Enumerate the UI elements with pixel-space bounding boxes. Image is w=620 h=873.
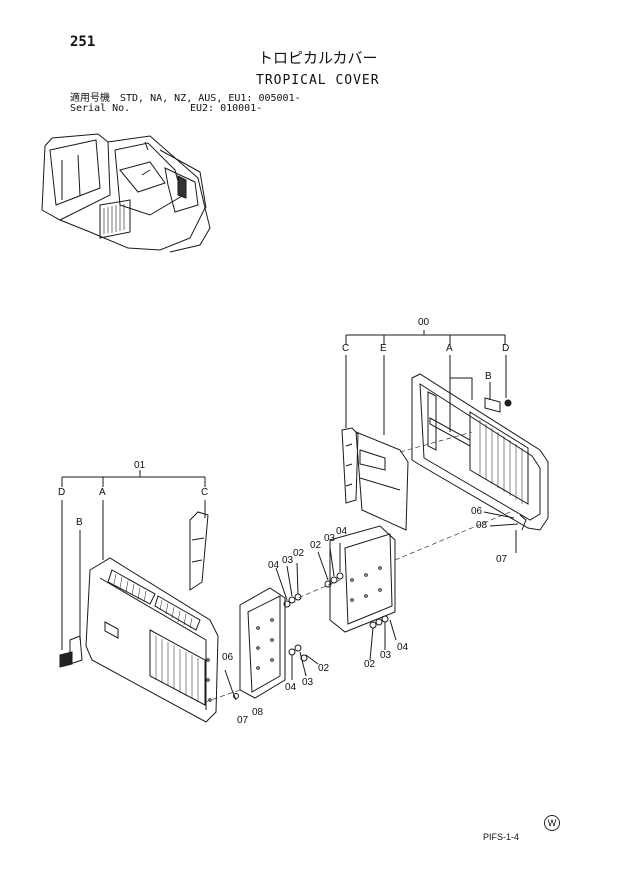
- assembly-00-number: 00: [418, 317, 430, 328]
- callout-number: 08: [252, 707, 264, 718]
- tropical-cover-frame-right: [411, 373, 549, 531]
- callout-number: 03: [380, 650, 392, 661]
- assembly-01-leader: [61, 470, 206, 650]
- callout-number: 03: [282, 555, 294, 566]
- callout-number: 02: [318, 663, 330, 674]
- callout-letter: A: [99, 487, 106, 498]
- mounting-plate-right: [317, 525, 397, 661]
- callout-number: 06: [222, 652, 234, 663]
- latch-bracket-b: [59, 635, 83, 668]
- callout-number: 04: [268, 560, 280, 571]
- tropical-cover-left: [85, 557, 239, 723]
- eu2-serial-range: EU2: 010001-: [190, 103, 263, 114]
- hardware-leaders-right: [483, 511, 519, 553]
- callout-number: 04: [285, 682, 297, 693]
- callout-number: 02: [364, 659, 376, 670]
- serial-label-japanese: 適用号機: [70, 93, 110, 104]
- callout-letter: D: [502, 343, 510, 354]
- callout-number: 04: [336, 526, 348, 537]
- callout-letter: E: [380, 343, 387, 354]
- callout-letter: D: [58, 487, 66, 498]
- page-title-japanese: トロピカルカバー: [258, 49, 378, 67]
- page-number: 251: [70, 34, 96, 50]
- model-serial-range: STD, NA, NZ, AUS, EU1: 005001-: [120, 93, 301, 104]
- alignment-dashes: [204, 431, 511, 703]
- callout-number: 06: [471, 506, 483, 517]
- callout-letter: B: [485, 371, 492, 382]
- figure-code: PIFS-1-4: [483, 832, 520, 842]
- callout-letter: A: [446, 343, 453, 354]
- side-panel-e: [355, 431, 409, 531]
- page-title: TROPICAL COVER: [256, 73, 380, 88]
- callout-number: 02: [310, 540, 322, 551]
- assembly-00-leader: [345, 330, 507, 435]
- seal-strip-c-right: [341, 427, 359, 504]
- seal-strip-c-left: [189, 511, 209, 591]
- callout-number: 04: [397, 642, 409, 653]
- serial-label: Serial No.: [70, 103, 131, 114]
- callout-number: 07: [237, 715, 249, 726]
- callout-number: 07: [496, 554, 508, 565]
- excavator-overview-illustration: [41, 133, 211, 253]
- callout-number: 08: [476, 520, 488, 531]
- callout-number: 03: [302, 677, 314, 688]
- callout-letter: B: [76, 517, 83, 528]
- callout-letter: C: [342, 343, 350, 354]
- callout-letter: C: [201, 487, 209, 498]
- region-mark-icon: W: [544, 815, 560, 831]
- assembly-01-number: 01: [134, 460, 146, 471]
- callout-number: 03: [324, 533, 336, 544]
- callout-number: 02: [293, 548, 305, 559]
